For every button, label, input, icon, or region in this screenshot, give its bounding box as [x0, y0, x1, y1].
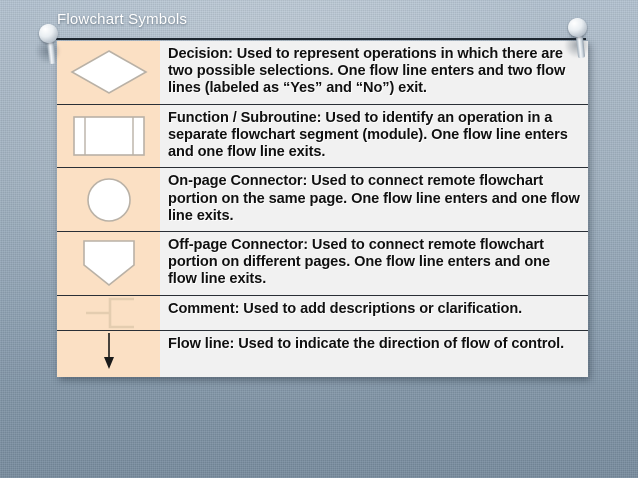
table-row: Comment: Used to add descriptions or cla…: [57, 295, 588, 331]
symbol-cell-subroutine: [57, 104, 160, 168]
symbol-cell-decision: [57, 41, 160, 104]
decision-diamond-icon: [69, 50, 148, 95]
subroutine-rectangle-icon: [72, 116, 145, 156]
description-subroutine: Function / Subroutine: Used to identify …: [160, 104, 588, 168]
symbol-cell-on-page-connector: [57, 168, 160, 231]
description-flow-line: Flow line: Used to indicate the directio…: [160, 330, 588, 377]
on-page-connector-circle-icon: [86, 177, 131, 222]
comment-bracket-icon: [85, 297, 134, 328]
page-title: Flowchart Symbols: [57, 11, 188, 28]
symbol-cell-flow-line: [57, 330, 160, 377]
table-row: Flow line: Used to indicate the directio…: [57, 330, 588, 377]
table-row: On-page Connector: Used to connect remot…: [57, 168, 588, 232]
symbol-cell-off-page-connector: [57, 231, 160, 295]
push-pin-icon-left: [33, 24, 67, 70]
off-page-connector-pentagon-icon: [82, 240, 135, 287]
description-decision: Decision: Used to represent operations i…: [160, 41, 588, 104]
pin-head: [568, 18, 587, 37]
table-row: Off-page Connector: Used to connect remo…: [57, 231, 588, 296]
pin-head: [39, 24, 58, 43]
header-rule: [56, 38, 586, 40]
table-row: Decision: Used to represent operations i…: [57, 41, 588, 105]
flow-line-arrow-icon: [103, 332, 114, 369]
description-off-page-connector: Off-page Connector: Used to connect remo…: [160, 231, 588, 295]
description-on-page-connector: On-page Connector: Used to connect remot…: [160, 168, 588, 231]
description-comment: Comment: Used to add descriptions or cla…: [160, 295, 588, 330]
flowchart-symbols-table: Decision: Used to represent operations i…: [57, 41, 588, 377]
symbol-cell-comment: [57, 295, 160, 330]
push-pin-icon-right: [562, 18, 596, 64]
table-row: Function / Subroutine: Used to identify …: [57, 104, 588, 169]
